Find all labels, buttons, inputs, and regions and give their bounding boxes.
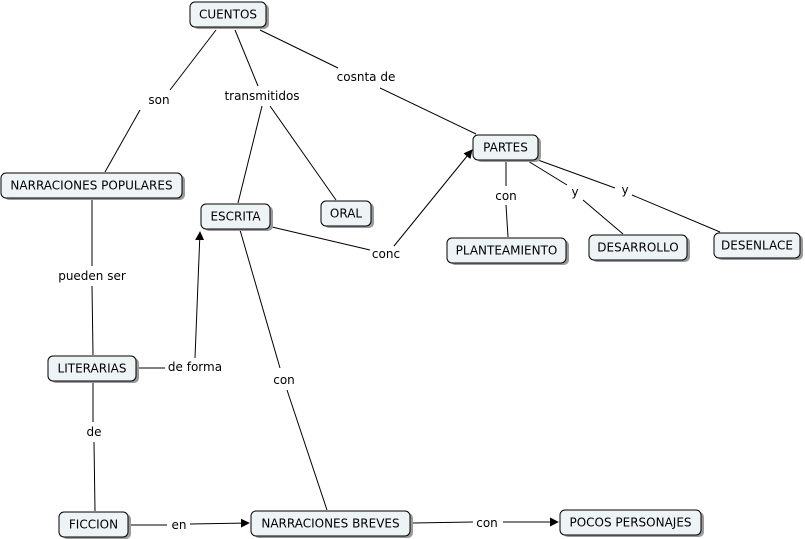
node-narraciones-populares-label: NARRACIONES POPULARES (10, 179, 172, 193)
link-label-con-escrita: con (273, 373, 295, 387)
node-narraciones-breves[interactable]: NARRACIONES BREVES (250, 510, 413, 538)
link-line-son-narraciones-populares (104, 109, 141, 173)
link-line-y-desenlace (631, 194, 721, 233)
link-line-breves-con (412, 521, 474, 524)
link-line-cuentos-transmitidos (234, 29, 259, 87)
link-label-con-partes: con (495, 189, 517, 203)
node-escrita-label: ESCRITA (210, 210, 261, 224)
node-partes[interactable]: PARTES (472, 134, 541, 162)
link-line-y-desarrollo (582, 199, 624, 235)
node-cuentos[interactable]: CUENTOS (189, 1, 269, 29)
link-line-partes-y-desarrollo (527, 160, 568, 186)
node-planteamiento[interactable]: PLANTEAMIENTO (446, 237, 569, 265)
node-pocos-personajes[interactable]: POCOS PERSONAJES (559, 509, 704, 537)
node-desenlace[interactable]: DESENLACE (713, 232, 803, 260)
node-escrita[interactable]: ESCRITA (200, 203, 273, 231)
node-desenlace-label: DESENLACE (721, 239, 793, 253)
link-line-transmitidos-escrita (237, 105, 263, 204)
node-planteamiento-label: PLANTEAMIENTO (456, 244, 558, 258)
node-narraciones-breves-label: NARRACIONES BREVES (261, 517, 399, 531)
link-line-de-ficcion (93, 441, 96, 512)
link-label-son: son (148, 93, 169, 107)
link-line-con-planteamiento (505, 204, 509, 238)
link-label-y-desenlace: y (621, 183, 628, 197)
node-literarias[interactable]: LITERARIAS (47, 355, 139, 383)
link-line-conc-partes (393, 149, 473, 247)
node-desarrollo[interactable]: DESARROLLO (588, 234, 690, 262)
node-oral-label: ORAL (330, 207, 363, 221)
link-line-cuentos-cosnta-de (259, 29, 339, 69)
link-line-con-narraciones-breves (286, 389, 328, 511)
node-pocos-personajes-label: POCOS PERSONAJES (569, 516, 691, 530)
link-label-transmitidos: transmitidos (224, 89, 299, 103)
node-partes-label: PARTES (483, 141, 528, 155)
node-narraciones-populares[interactable]: NARRACIONES POPULARES (0, 172, 185, 200)
link-label-cosnta-de: cosnta de (337, 70, 396, 84)
link-label-en: en (172, 518, 187, 532)
link-label-y-desarrollo: y (571, 185, 578, 199)
node-desarrollo-label: DESARROLLO (597, 241, 678, 255)
node-ficcion[interactable]: FICCION (58, 511, 131, 539)
node-oral[interactable]: ORAL (320, 200, 374, 228)
link-label-pueden-ser: pueden ser (58, 269, 126, 283)
node-ficcion-label: FICCION (69, 518, 118, 532)
link-label-con-breves: con (476, 516, 498, 530)
link-line-transmitidos-oral (269, 105, 337, 201)
link-line-cuentos-son (169, 29, 217, 91)
link-line-escrita-con (239, 229, 281, 369)
link-label-conc: conc (372, 247, 400, 261)
link-label-de-forma: de forma (168, 360, 222, 374)
node-literarias-label: LITERARIAS (58, 362, 127, 376)
link-line-en-narraciones-breves (189, 518, 250, 528)
link-label-de: de (87, 425, 102, 439)
node-cuentos-label: CUENTOS (199, 8, 257, 22)
link-line-cosnta-de-partes (379, 87, 477, 135)
link-line-partes-y-desenlace (537, 159, 616, 189)
link-line-escrita-conc (271, 226, 371, 251)
link-line-pueden-ser-literarias (91, 285, 94, 356)
link-line-de-forma-escrita (194, 231, 205, 359)
